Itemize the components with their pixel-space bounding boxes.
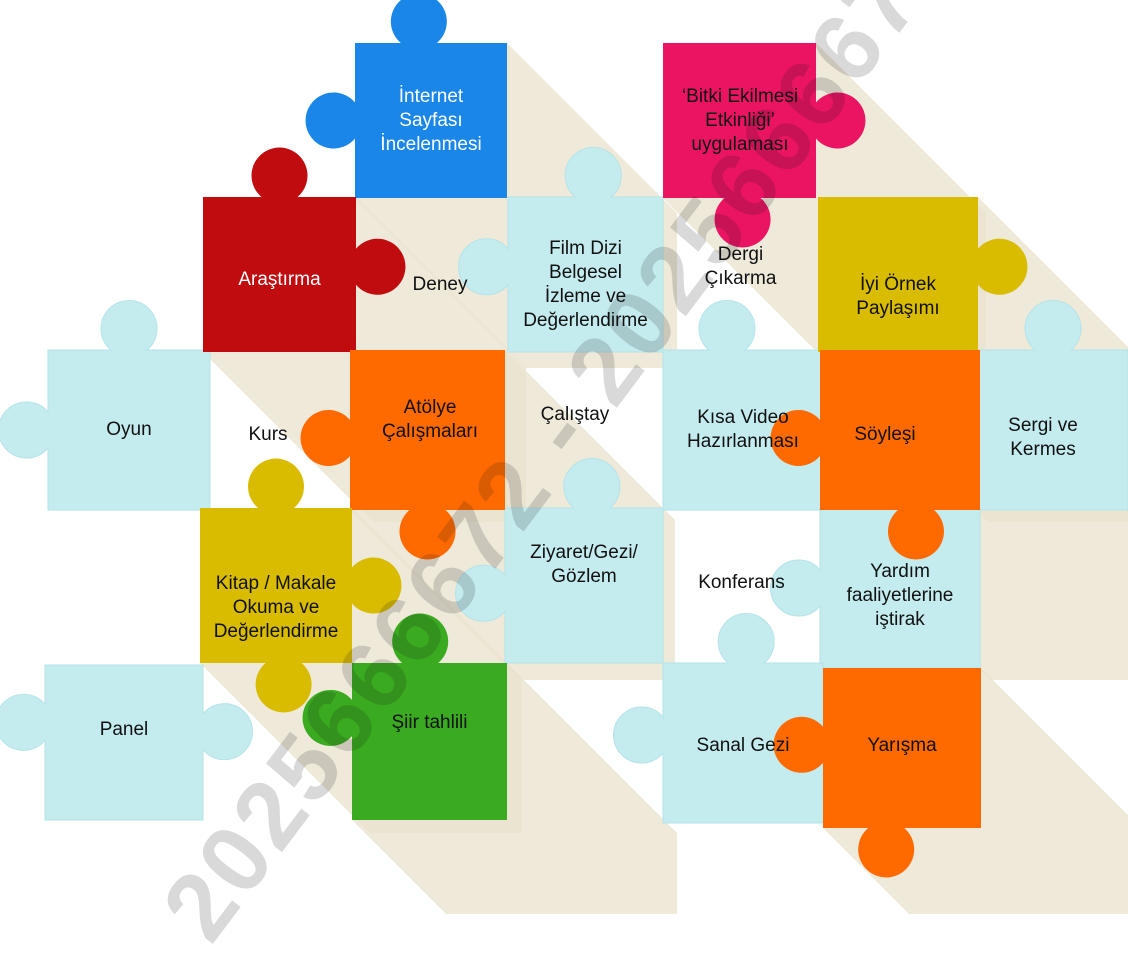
puzzle-piece-atolye [300, 350, 505, 560]
shadow-siir [352, 663, 677, 914]
puzzle-piece-siir [302, 613, 507, 820]
puzzle-piece-panel [0, 664, 253, 821]
puzzle-piece-yarisma [773, 668, 981, 878]
puzzle-pieces [0, 0, 1128, 878]
puzzle-piece-oyun [0, 300, 211, 511]
puzzle-piece-kitap [200, 458, 402, 713]
puzzle-diagram [0, 0, 1128, 914]
puzzle-piece-arastirma [203, 147, 406, 352]
puzzle-piece-soylesi [770, 350, 980, 560]
puzzle-piece-bitki [663, 43, 866, 248]
puzzle-piece-internet [305, 0, 507, 198]
